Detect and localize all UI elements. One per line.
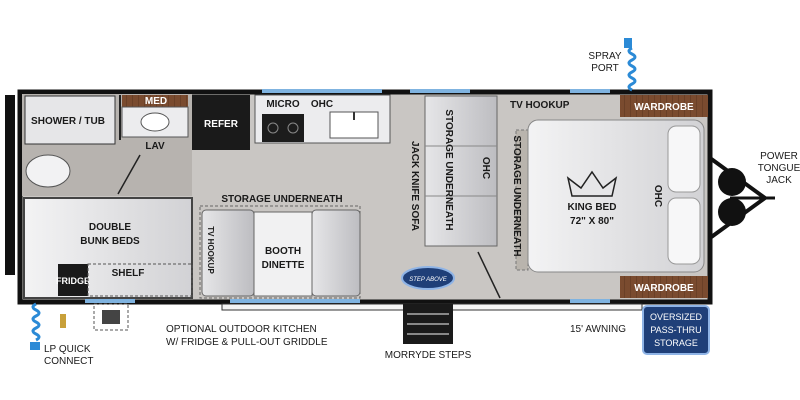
spray-port-hose-icon	[627, 46, 637, 92]
step-above-label: STEP ABOVE	[409, 277, 448, 283]
refrigerator	[192, 95, 250, 150]
window-bottom-3	[570, 299, 610, 303]
wardrobe-top-label: WARDROBE	[634, 102, 694, 113]
storage-under-dinette-label: STORAGE UNDERNEATH	[221, 194, 342, 205]
dinette-table	[253, 211, 313, 297]
spray-port-label-2: PORT	[591, 63, 619, 74]
double-bunk-label-2: BUNK BEDS	[80, 236, 140, 247]
window-top-3	[570, 89, 610, 93]
fridge-outdoor	[58, 264, 88, 296]
lp-valve	[60, 314, 66, 328]
ohc-bed-label: OHC	[652, 185, 663, 207]
refer-label: REFER	[204, 119, 239, 130]
burner-2	[287, 122, 299, 134]
pillow-2	[667, 197, 701, 265]
double-bunk-label-1: DOUBLE	[89, 222, 132, 233]
window-top-1	[262, 89, 382, 93]
lp-label-1: LP QUICK	[44, 344, 91, 355]
toilet	[25, 154, 71, 188]
lp-connector	[30, 342, 40, 350]
bed-size-label: 72" X 80"	[570, 216, 614, 227]
bed-entry-line	[477, 251, 501, 299]
morryde-label: MORRYDE STEPS	[385, 350, 472, 361]
lp-hose-icon	[31, 302, 41, 342]
propane-tank-1	[718, 168, 746, 196]
spray-port-nozzle	[624, 38, 632, 48]
dinette-seat-right	[311, 209, 361, 297]
wardrobe-bottom-label: WARDROBE	[634, 283, 694, 294]
morryde-steps	[403, 304, 453, 344]
outdoor-kitchen-label-1: OPTIONAL OUTDOOR KITCHEN	[166, 324, 317, 335]
outdoor-kitchen-label-2: W/ FRIDGE & PULL-OUT GRIDDLE	[166, 337, 328, 348]
outdoor-griddle	[93, 303, 129, 331]
burner-1	[267, 122, 279, 134]
lav-label: LAV	[145, 141, 165, 152]
bath-door	[117, 154, 141, 195]
shelf	[87, 263, 193, 297]
step-above-badge	[401, 266, 455, 290]
shelf-label: SHELF	[112, 268, 145, 279]
pass-thru-badge	[642, 305, 710, 355]
stovetop	[262, 114, 304, 142]
spray-port-label-1: SPRAY	[588, 51, 621, 62]
window-bottom-2	[230, 299, 360, 303]
micro-label: MICRO	[266, 99, 300, 110]
window-top-2	[410, 89, 470, 93]
crown-icon	[566, 170, 618, 197]
tv-hookup-dinette-label: TV HOOKUP	[206, 226, 215, 274]
storage-under-bed-label: STORAGE UNDERNEATH	[511, 135, 522, 256]
window-bottom-1	[85, 299, 135, 303]
awning-label: 15' AWNING	[570, 324, 626, 335]
propane-tank-2	[718, 198, 746, 226]
rear-bumper	[5, 95, 15, 275]
power-jack-label-1: POWER	[760, 151, 798, 162]
pass-thru-label-2: PASS-THRU	[650, 325, 701, 335]
shower-tub-label: SHOWER / TUB	[31, 116, 105, 127]
power-jack-label-2: TONGUE	[758, 163, 800, 174]
king-bed	[527, 119, 705, 273]
ohc-sofa-label: OHC	[480, 157, 491, 179]
sink-lav	[140, 112, 170, 132]
wardrobe-top	[620, 95, 708, 117]
lp-label-2: CONNECT	[44, 356, 93, 367]
king-bed-label: KING BED	[568, 202, 617, 213]
bunk-beds	[23, 197, 193, 299]
pillow-1	[667, 125, 701, 193]
shower-tub	[24, 95, 116, 145]
outdoor-griddle-fill	[102, 310, 120, 324]
power-jack-label-3: JACK	[766, 175, 792, 186]
jack-knife-sofa	[424, 95, 498, 247]
ohc-kitchen-label: OHC	[311, 99, 333, 110]
wardrobe-bottom	[620, 276, 708, 298]
pass-thru-label-1: OVERSIZED	[650, 312, 703, 322]
booth-label-1: BOOTH	[265, 246, 301, 257]
fridge-label: FRIDGE	[56, 276, 90, 286]
booth-label-2: DINETTE	[262, 260, 305, 271]
pass-thru-label-3: STORAGE	[654, 338, 698, 348]
jack-knife-sofa-label: JACK KNIFE SOFA	[409, 141, 420, 231]
tv-hookup-label: TV HOOKUP	[510, 100, 570, 111]
med-label: MED	[145, 96, 167, 107]
med-cabinet	[122, 95, 188, 107]
storage-under-sofa-label: STORAGE UNDERNEATH	[443, 109, 454, 230]
